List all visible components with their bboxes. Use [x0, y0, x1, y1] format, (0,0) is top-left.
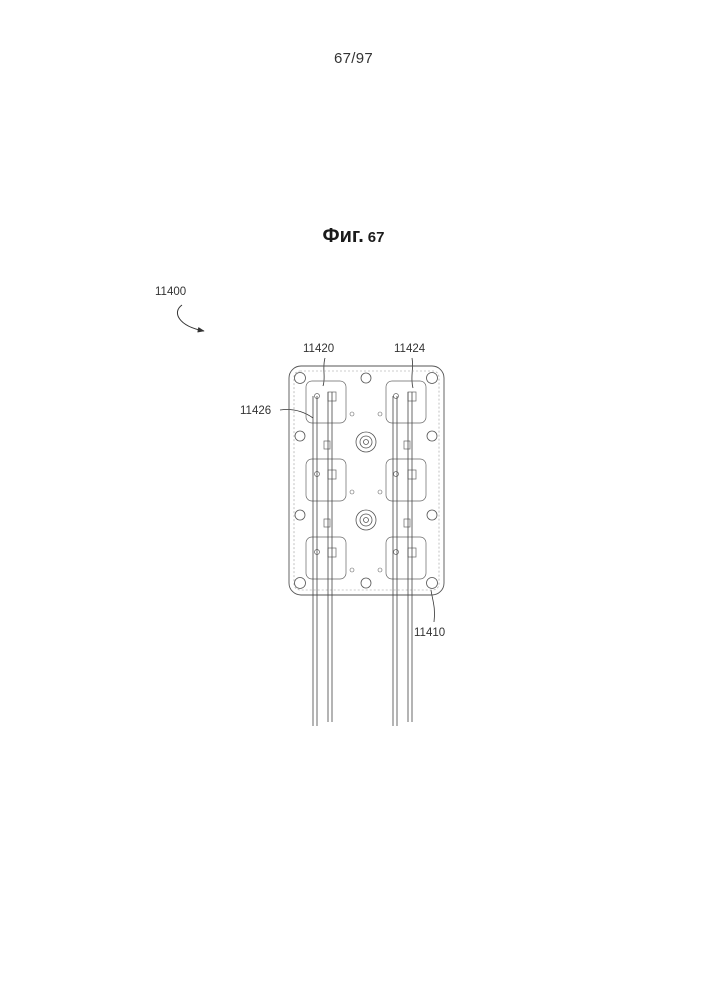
boss-outer — [356, 510, 376, 530]
plate-dashed-outline — [294, 371, 439, 590]
right-sensor-column — [386, 381, 426, 579]
contact — [394, 472, 399, 477]
connector-tab — [324, 519, 330, 527]
hole — [427, 373, 438, 384]
pin — [378, 490, 382, 494]
label-right-unit: 11424 — [394, 343, 426, 355]
hole — [295, 510, 305, 520]
sensor-pad — [386, 381, 426, 423]
pin — [350, 568, 354, 572]
hole — [361, 373, 371, 383]
pin — [378, 412, 382, 416]
leader-left-unit — [323, 358, 325, 386]
hole — [295, 431, 305, 441]
pin — [378, 568, 382, 572]
central-bosses — [356, 432, 376, 530]
contact — [394, 394, 399, 399]
hole — [427, 510, 437, 520]
sensor-pad — [386, 537, 426, 579]
hole — [427, 578, 438, 589]
boss-inner — [364, 440, 369, 445]
hole — [295, 373, 306, 384]
leader-right-unit — [412, 358, 413, 388]
sensor-pad — [306, 537, 346, 579]
contact — [394, 550, 399, 555]
hole — [427, 431, 437, 441]
label-lead: 11426 — [240, 405, 271, 417]
pin — [350, 490, 354, 494]
connector-tab — [324, 441, 330, 449]
pin — [350, 412, 354, 416]
boss-inner — [364, 518, 369, 523]
connector-tab — [404, 441, 410, 449]
label-left-unit: 11420 — [303, 343, 334, 355]
hole — [361, 578, 371, 588]
connector-tab — [404, 519, 410, 527]
boss-middle — [360, 436, 372, 448]
leader-lead — [280, 410, 313, 418]
sensor-pad — [386, 459, 426, 501]
boss-middle — [360, 514, 372, 526]
base-plate — [289, 366, 444, 595]
boss-outer — [356, 432, 376, 452]
left-sensor-column — [306, 381, 346, 579]
label-assembly: 11400 — [155, 286, 186, 298]
hole — [295, 578, 306, 589]
leader-arrow-assembly — [177, 305, 204, 331]
sensor-pad — [306, 381, 346, 423]
label-plate: 11410 — [414, 627, 445, 639]
sensor-pad — [306, 459, 346, 501]
lead-wires — [313, 392, 412, 726]
